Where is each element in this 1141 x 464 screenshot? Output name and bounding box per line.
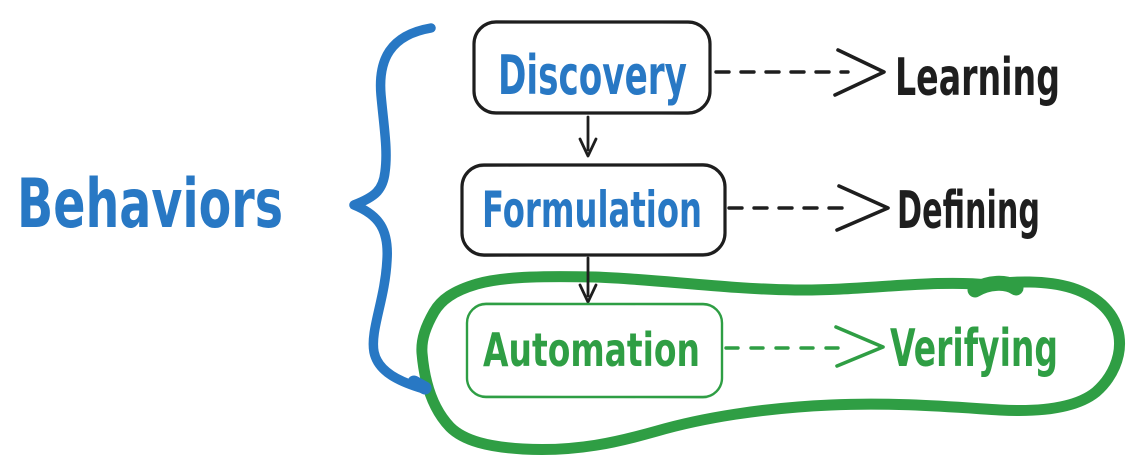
formulation-label: Formulation [482, 181, 702, 239]
dashed-arrow-formulation-defining [727, 184, 890, 232]
highlight-loop [416, 271, 1126, 455]
discovery-node: Discovery [472, 20, 712, 115]
automation-label: Automation [483, 323, 700, 377]
highlight-loop-knot [967, 275, 1024, 298]
behaviors-title: Behaviors [17, 165, 283, 244]
defining-label: Defining [897, 181, 1040, 241]
discovery-label: Discovery [498, 44, 687, 107]
flow-arrow-formulation-automation [578, 256, 598, 304]
automation-node: Automation [465, 302, 724, 399]
dashed-arrow-automation-verifying [724, 325, 885, 368]
formulation-node: Formulation [460, 163, 727, 257]
arrowhead-down-icon [578, 137, 598, 158]
learning-label: Learning [895, 48, 1060, 108]
dashed-arrow-discovery-learning [714, 48, 886, 97]
arrowhead-right-icon [833, 48, 886, 97]
brace [349, 23, 436, 395]
arrowhead-right-icon [834, 325, 885, 368]
arrowhead-down-icon [578, 283, 598, 304]
brace-end-nub [407, 375, 432, 395]
flow-arrow-discovery-formulation [578, 115, 598, 158]
arrowhead-right-icon [835, 184, 890, 232]
verifying-label: Verifying [890, 319, 1058, 379]
